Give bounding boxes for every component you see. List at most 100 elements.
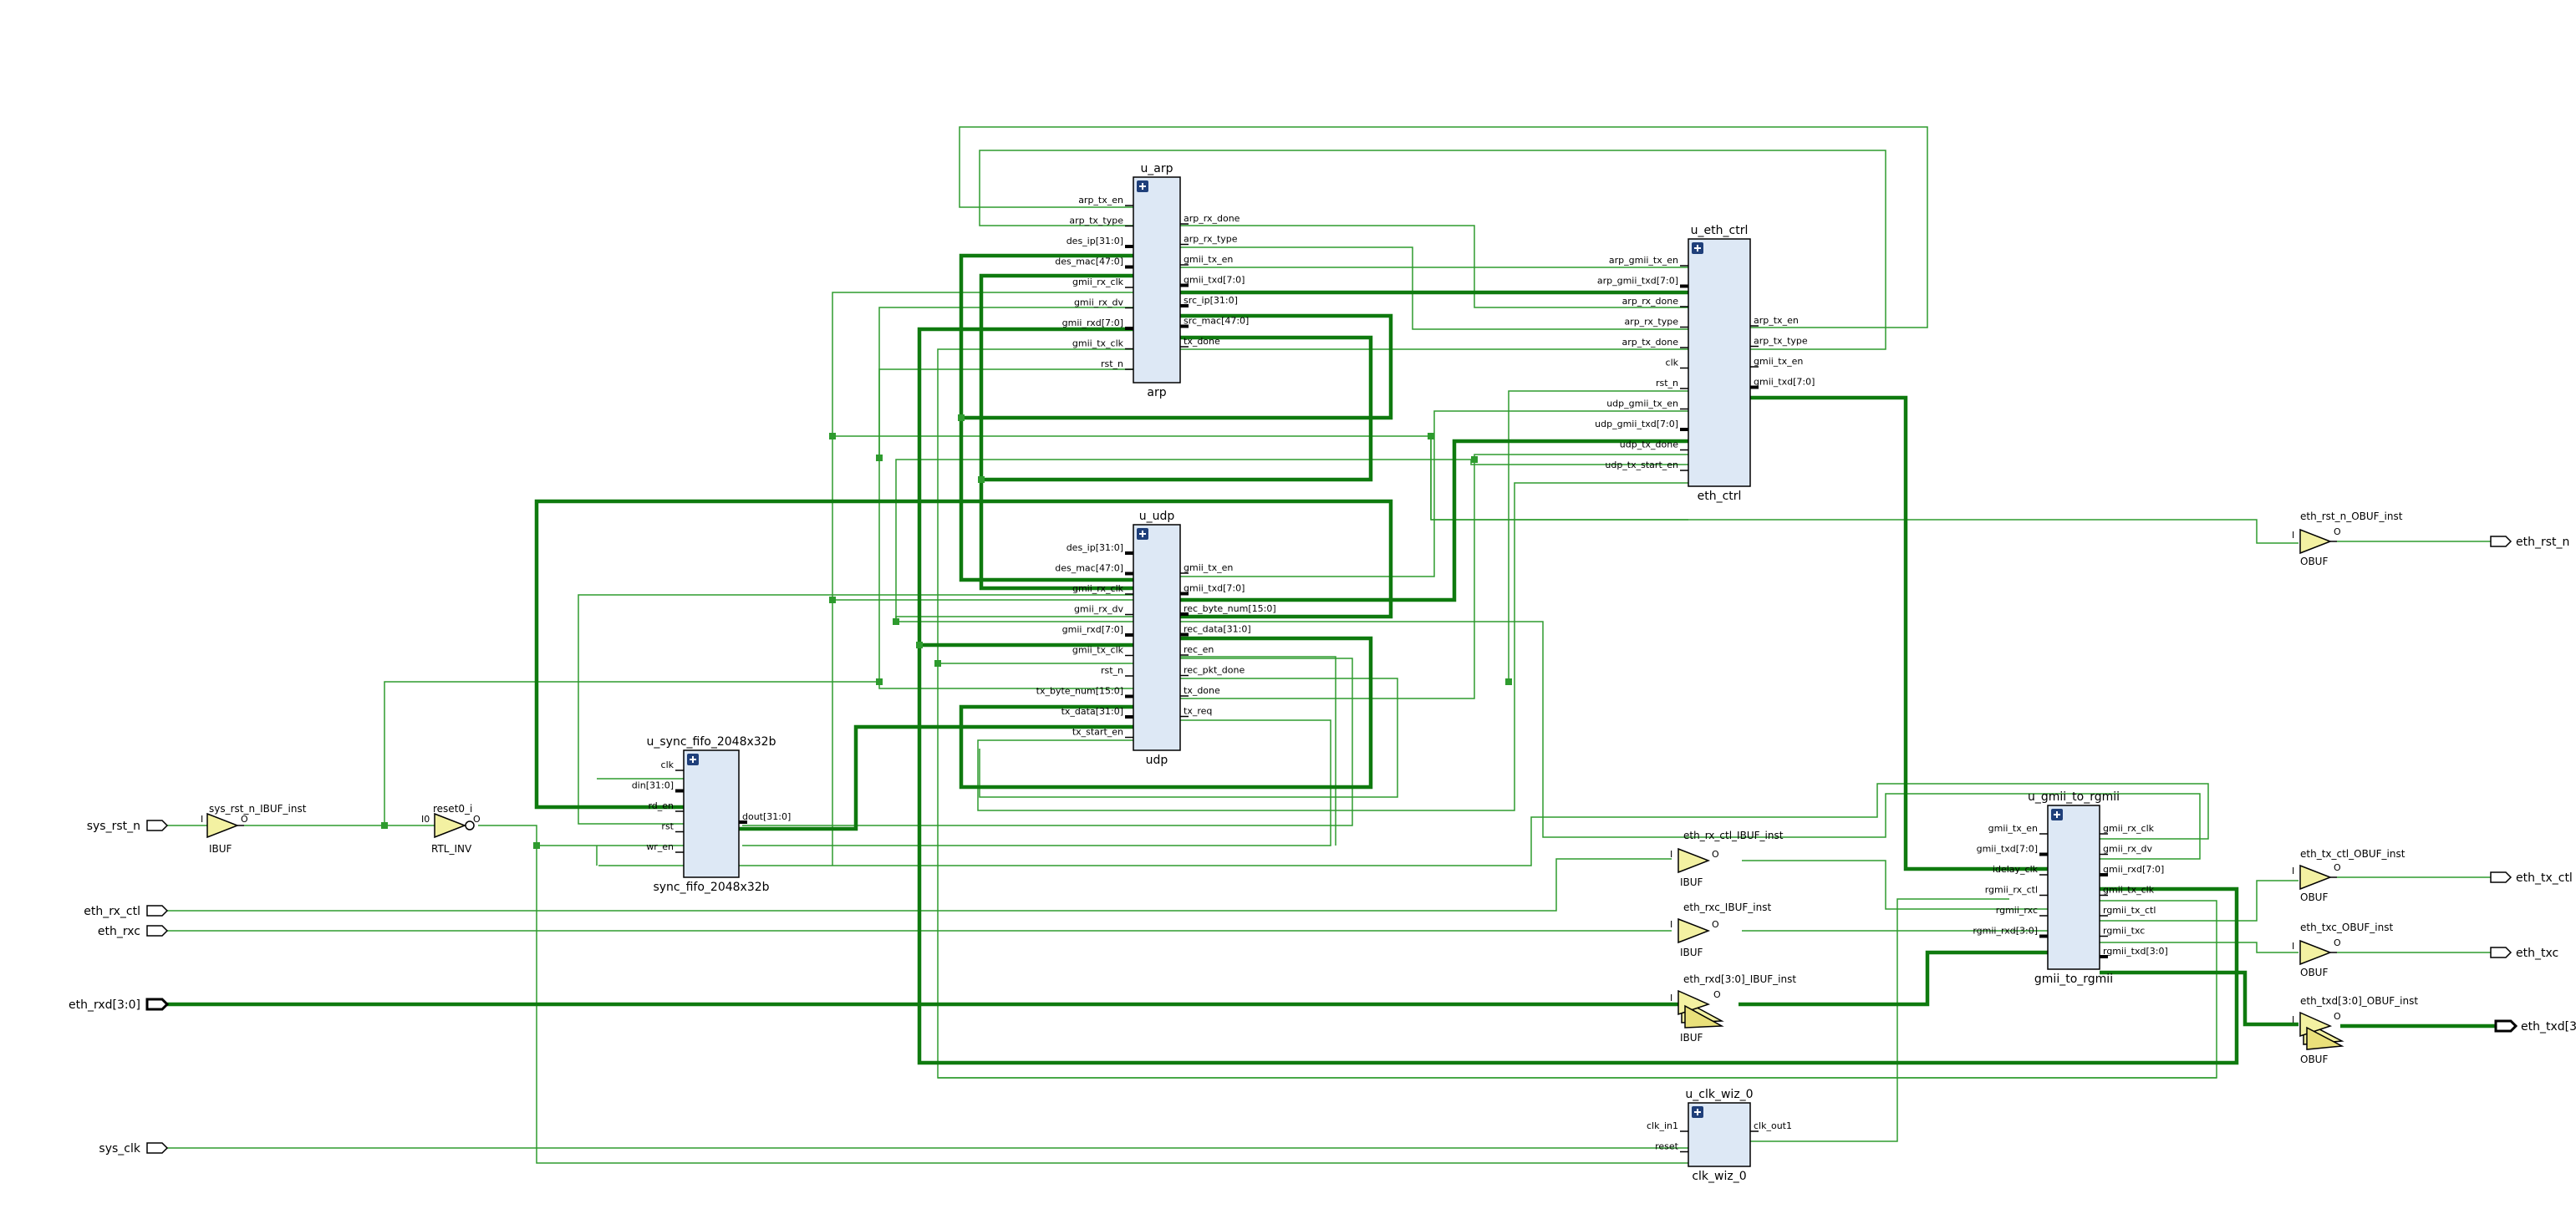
net-rec-en-loop[interactable] xyxy=(1180,656,1336,846)
bus-udp-gmii-txd[interactable] xyxy=(1180,439,1688,602)
bus-rec-data[interactable] xyxy=(959,636,1373,790)
net-arp-rx-done[interactable] xyxy=(1180,225,1688,308)
net-rst-n[interactable] xyxy=(384,681,1133,825)
buffer-type-label: IBUF xyxy=(1680,947,1703,958)
ibuf-eth-rx-ctl[interactable]: eth_rx_ctl_IBUF_inst I O IBUF xyxy=(1670,830,1784,888)
buffer-inst-label: reset0_i xyxy=(433,803,472,815)
junction xyxy=(978,476,985,483)
buffer-pin-o: O xyxy=(2334,1011,2341,1022)
buffer-triangle-stack xyxy=(2306,1026,2344,1050)
input-pin-label: reset xyxy=(1655,1141,1679,1152)
port-shape-eth-rxc[interactable] xyxy=(146,925,169,937)
obuf-eth-txd[interactable]: eth_txd[3:0]_OBUF_inst I O OBUF xyxy=(2292,995,2418,1065)
cell-instance-label: u_arp xyxy=(1140,162,1173,175)
net-rgmii-tx-ctl[interactable] xyxy=(2100,880,2299,922)
cell-u-gmii-to-rgmii[interactable]: u_gmii_to_rgmiigmii_to_rgmiigmii_tx_engm… xyxy=(1973,790,2167,986)
input-pin-label: udp_gmii_tx_en xyxy=(1606,399,1678,409)
net-rd-en[interactable] xyxy=(578,594,1133,825)
net-eth-rst-n[interactable] xyxy=(1430,436,2299,544)
net-gmii-rx-clk-arp2[interactable] xyxy=(832,292,1133,600)
inverter-reset0[interactable]: reset0_i I0 O RTL_INV xyxy=(421,803,481,855)
bus-src-mac[interactable] xyxy=(979,273,1373,482)
port-shape-eth-rst-n[interactable] xyxy=(2490,536,2512,547)
port-shape-eth-txc[interactable] xyxy=(2490,947,2512,958)
bus-src-ip-udp[interactable] xyxy=(959,418,1133,582)
obuf-eth-tx-ctl[interactable]: eth_tx_ctl_OBUF_inst I O OBUF xyxy=(2292,848,2405,903)
bus-src-ip[interactable] xyxy=(959,253,1393,420)
output-pin-label: rec_data[31:0] xyxy=(1184,624,1251,635)
bus-gmii-rxd-arp[interactable] xyxy=(917,327,1133,645)
buffer-pin-i: I xyxy=(2292,941,2294,952)
port-shape-sys-clk[interactable] xyxy=(146,1142,169,1154)
net-udp-tx-start-en[interactable] xyxy=(977,482,1688,811)
cell-u-udp[interactable]: u_udpudpdes_ip[31:0]des_mac[47:0]gmii_rx… xyxy=(1036,510,1276,767)
port-shape-eth-tx-ctl[interactable] xyxy=(2490,871,2512,883)
ibuf-eth-rxc[interactable]: eth_rxc_IBUF_inst I O IBUF xyxy=(1670,902,1771,958)
net-udp-gmii-tx-en[interactable] xyxy=(1180,410,1688,577)
port-label-sys-rst-n: sys_rst_n xyxy=(87,820,140,833)
bus-tx-data[interactable] xyxy=(739,724,1133,831)
cell-u-sync-fifo[interactable]: u_sync_fifo_2048x32bsync_fifo_2048x32bcl… xyxy=(632,735,792,894)
net-arp-tx-type[interactable] xyxy=(979,150,1886,350)
cell-body[interactable] xyxy=(1133,524,1181,751)
port-shape-eth-rxd[interactable] xyxy=(145,998,170,1011)
bus-rgmii-txd[interactable] xyxy=(2100,970,2299,1027)
port-shape-sys-rst-n[interactable] xyxy=(146,820,169,831)
bus-gmii-rxd[interactable] xyxy=(917,643,2239,1065)
buffer-pin-o: O xyxy=(1712,849,1719,860)
port-shape-eth-rx-ctl[interactable] xyxy=(146,905,169,917)
output-pin-label: gmii_txd[7:0] xyxy=(1184,275,1245,286)
net-gmii-rx-dv-udp[interactable] xyxy=(895,616,1133,622)
input-pin-label: gmii_rx_dv xyxy=(1074,297,1124,308)
port-shape-eth-txd[interactable] xyxy=(2494,1019,2518,1033)
ibuf-sys-rst-n[interactable]: sys_rst_n_IBUF_inst I O IBUF xyxy=(201,803,307,855)
input-pin-label: arp_rx_type xyxy=(1624,317,1678,328)
cell-body[interactable] xyxy=(2047,805,2100,970)
net-arp-rx-type[interactable] xyxy=(1180,246,1688,330)
cell-body[interactable] xyxy=(683,749,740,878)
net-tx-req[interactable] xyxy=(742,719,1331,846)
net-gmii-rx-clk-fifo[interactable] xyxy=(596,778,684,866)
bus-eth-rxd-ibuf[interactable] xyxy=(1739,950,2048,1007)
input-pin-label: rst xyxy=(661,821,674,832)
net-arp-tx-en[interactable] xyxy=(959,126,1928,328)
net-rst-n-ctrl[interactable] xyxy=(1508,390,1688,682)
net-udp-tx-done[interactable] xyxy=(1180,454,1688,699)
cell-body[interactable] xyxy=(1133,176,1181,384)
net-eth-rx-ctl-ibuf[interactable] xyxy=(1742,860,2048,910)
bus-src-mac-udp[interactable] xyxy=(979,480,1133,591)
cell-body[interactable] xyxy=(1688,238,1751,487)
port-label-eth-txc: eth_txc xyxy=(2516,947,2558,960)
net-rec-en[interactable] xyxy=(742,658,1353,826)
net-rgmii-txc[interactable] xyxy=(2100,942,2299,953)
input-pin-label: clk xyxy=(661,759,675,770)
net-gmii-rx-dv-arp[interactable] xyxy=(878,307,1133,458)
port-label-eth-rst-n: eth_rst_n xyxy=(2516,536,2569,549)
obuf-eth-txc[interactable]: eth_txc_OBUF_inst I O OBUF xyxy=(2292,922,2393,978)
input-pin-label: arp_rx_done xyxy=(1622,296,1679,307)
cell-type-label: gmii_to_rgmii xyxy=(2034,973,2113,986)
input-pin-label: rst_n xyxy=(1656,378,1678,389)
junction xyxy=(916,642,923,648)
net-gmii-tx-clk-arp[interactable] xyxy=(937,348,1133,663)
cell-u-arp[interactable]: u_arparparp_tx_enarp_tx_typedes_ip[31:0]… xyxy=(1055,162,1249,399)
obuf-eth-rst-n[interactable]: eth_rst_n_OBUF_inst I O OBUF xyxy=(2292,510,2403,567)
net-rec-pkt-done[interactable] xyxy=(979,678,1398,798)
input-ports: sys_rst_n eth_rx_ctl eth_rxc eth_rxd[3:0… xyxy=(69,820,170,1156)
net-eth-rx-ctl[interactable] xyxy=(167,858,1672,912)
cell-u-eth-ctrl[interactable]: u_eth_ctrleth_ctrlarp_gmii_tx_enarp_gmii… xyxy=(1595,224,1815,503)
bus-rec-byte-num[interactable] xyxy=(534,499,1393,810)
port-label-eth-tx-ctl: eth_tx_ctl xyxy=(2516,871,2573,885)
ibuf-eth-rxd[interactable]: eth_rxd[3:0]_IBUF_inst I O IBUF xyxy=(1670,973,1796,1044)
net-gmii-rx-clk[interactable] xyxy=(684,783,2209,866)
junction xyxy=(893,618,899,625)
output-pin-label: rgmii_txc xyxy=(2103,926,2145,937)
output-pin-label: tx_done xyxy=(1184,685,1220,696)
buffer-pin-i: I xyxy=(2292,1014,2294,1025)
net-rst[interactable] xyxy=(478,825,1690,1164)
net-clk-out1[interactable] xyxy=(1750,898,2009,1142)
bus-eth-gmii-txd[interactable] xyxy=(1750,395,2048,871)
inverter-triangle xyxy=(434,812,467,839)
input-pin-label: arp_tx_type xyxy=(1069,216,1123,226)
